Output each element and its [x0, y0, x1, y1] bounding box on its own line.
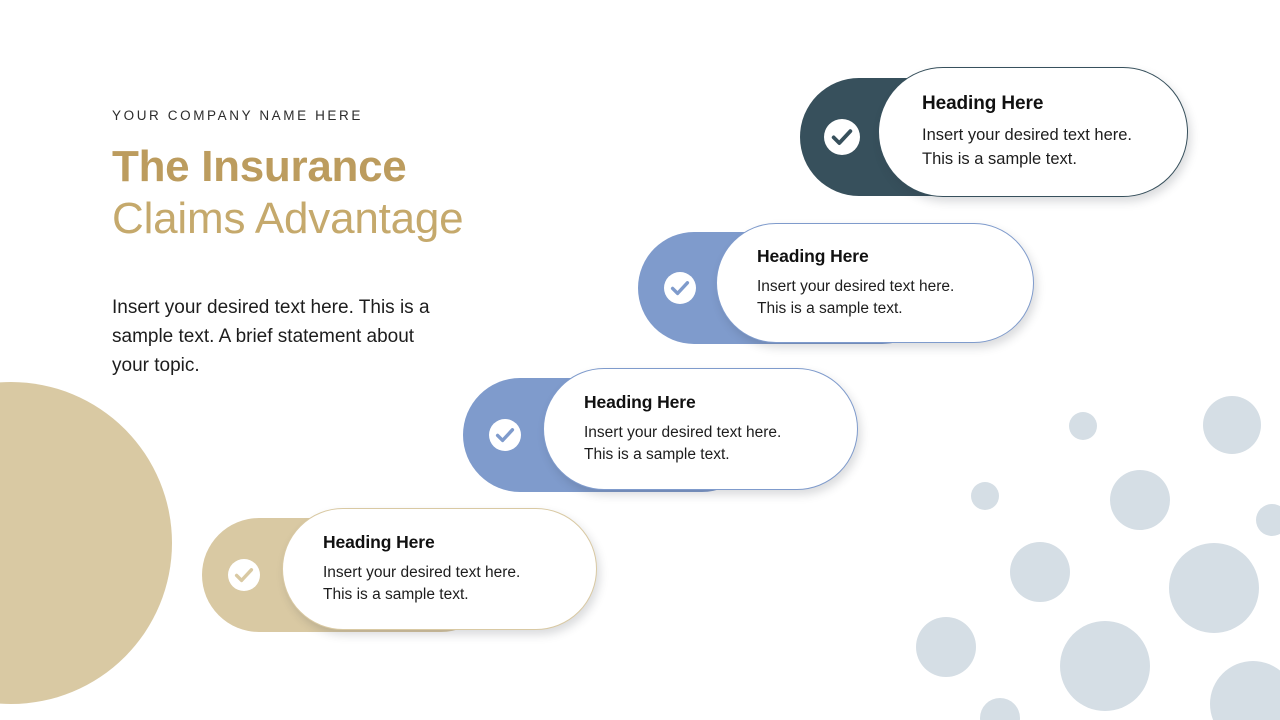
decorative-dot [980, 698, 1020, 720]
decorative-dot [971, 482, 999, 510]
card-body-line: Insert your desired text here. [584, 424, 782, 441]
decorative-dot [1110, 470, 1170, 530]
card-body-line: Insert your desired text here. [323, 564, 521, 581]
check-circle-icon [824, 119, 860, 155]
lead-paragraph: Insert your desired text here. This is a… [112, 296, 430, 377]
decorative-dot [1203, 396, 1261, 454]
decorative-dot [1069, 412, 1097, 440]
decorative-dot [1210, 661, 1280, 720]
page-title-line-2: Claims Advantage [112, 193, 464, 243]
card-body-line: This is a sample text. [757, 300, 903, 317]
card-body-line: This is a sample text. [922, 149, 1077, 168]
card-heading: Heading Here [922, 93, 1044, 115]
card-body-line: This is a sample text. [584, 446, 730, 463]
card-body-line: This is a sample text. [323, 586, 469, 603]
check-circle-icon [489, 419, 521, 451]
tan-blob-shape [0, 382, 172, 704]
decorative-dot [1169, 543, 1259, 633]
page-title: The Insurance Claims Advantage [112, 141, 512, 245]
card-heading: Heading Here [323, 532, 435, 552]
decorative-dot [916, 617, 976, 677]
card-body-line: Insert your desired text here. [757, 278, 955, 295]
card-body-line: Insert your desired text here. [922, 126, 1133, 145]
decorative-dot [1010, 542, 1070, 602]
page-title-line-1: The Insurance [112, 142, 407, 191]
decorative-dot [1256, 504, 1280, 536]
company-name-eyebrow: YOUR COMPANY NAME HERE [112, 108, 363, 123]
card-heading: Heading Here [757, 246, 869, 266]
intro-text-column: YOUR COMPANY NAME HERE The Insurance Cla… [112, 108, 512, 381]
check-circle-icon [228, 559, 260, 591]
check-circle-icon [664, 272, 696, 304]
card-heading: Heading Here [584, 392, 696, 412]
decorative-dot [1060, 621, 1150, 711]
